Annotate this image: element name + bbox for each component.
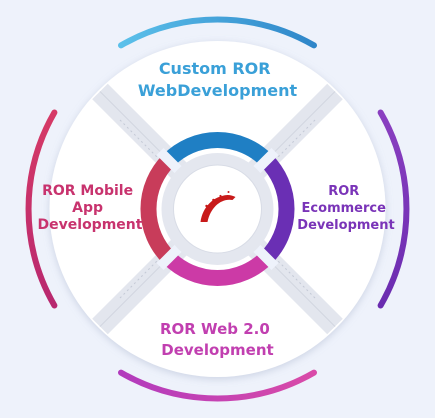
- top-panel[interactable]: [98, 40, 337, 209]
- hub-top-arc: [163, 131, 272, 167]
- top-ring-arc: [118, 16, 317, 49]
- left-label-line-3: Development: [38, 217, 143, 233]
- left-label-line-2: App: [72, 200, 103, 216]
- right-ring-arc: [377, 109, 410, 309]
- right-panel[interactable]: [217, 90, 386, 328]
- bottom-label: ROR Web 2.0 Development: [160, 320, 275, 359]
- left-ring-arc: [25, 109, 58, 309]
- top-label-line-2: WebDevelopment: [138, 81, 298, 100]
- right-label-line-2: Ecommerce: [302, 201, 387, 216]
- hub-center: [173, 164, 262, 254]
- bottom-panel[interactable]: [98, 209, 337, 378]
- right-label-line-1: ROR: [328, 184, 359, 199]
- left-label-line-1: ROR Mobile: [42, 183, 133, 199]
- ruby-on-rails-logo-icon: [200, 191, 236, 222]
- right-label-line-3: Development: [297, 218, 394, 233]
- hub-bottom-arc: [163, 251, 272, 287]
- right-label: ROR Ecommerce Development: [297, 184, 394, 233]
- hub-left-arc: [140, 154, 175, 264]
- top-label-line-1: Custom ROR: [159, 59, 271, 78]
- bottom-ring-arc: [118, 369, 317, 402]
- bottom-label-line-2: Development: [161, 341, 273, 359]
- left-panel[interactable]: [49, 90, 218, 328]
- top-label: Custom ROR WebDevelopment: [138, 59, 298, 100]
- bottom-label-line-1: ROR Web 2.0: [160, 320, 270, 338]
- hub-right-arc: [260, 154, 295, 264]
- left-label: ROR Mobile App Development: [38, 183, 143, 233]
